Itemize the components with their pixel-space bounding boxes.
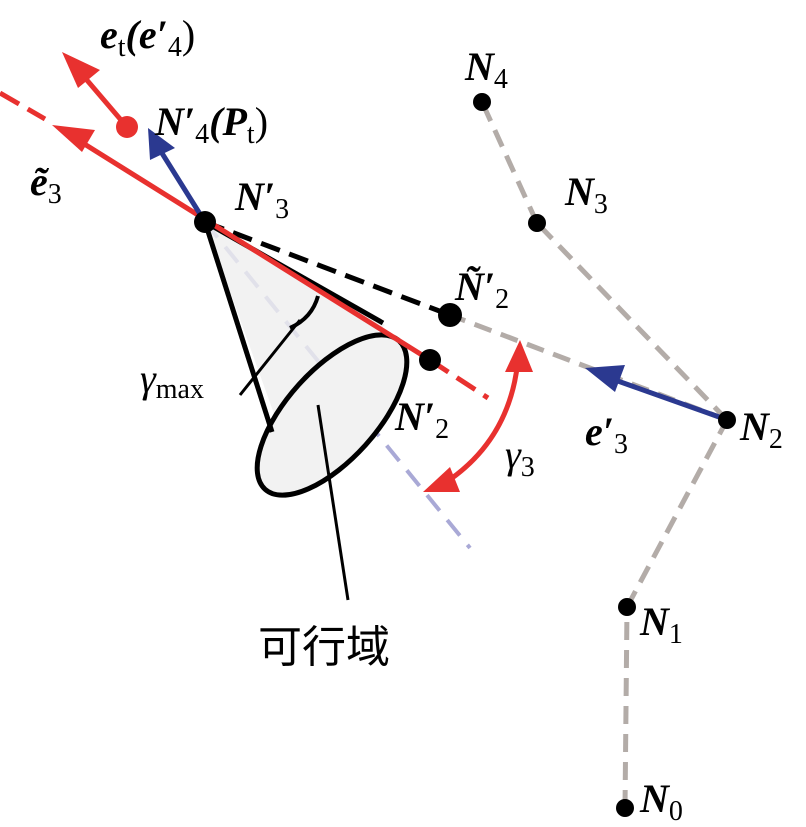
label-e3-tilde: ẽ3 — [30, 159, 62, 210]
gamma-max-leader — [238, 319, 302, 396]
e3-tilde-line — [0, 90, 490, 401]
point-n0 — [616, 799, 634, 817]
label-n2-tilde-prime: Ñ′2 — [454, 264, 509, 315]
point-n2-tilde-prime — [438, 303, 462, 327]
point-n3-prime — [194, 211, 216, 233]
label-n4: N4 — [464, 44, 508, 95]
joint-points — [194, 93, 736, 817]
gamma3-arc — [443, 359, 521, 486]
point-n1 — [618, 598, 636, 616]
label-n2-prime: N′2 — [394, 394, 449, 445]
point-n4 — [473, 93, 491, 111]
point-n3 — [528, 214, 546, 232]
et-arrowhead — [62, 52, 100, 88]
label-n1: N1 — [639, 599, 683, 650]
label-n3-prime: N′3 — [234, 174, 289, 225]
gamma3-arrowhead-bottom — [423, 467, 460, 492]
point-n4-prime — [116, 116, 138, 138]
point-n2 — [718, 411, 736, 429]
point-n2-prime — [419, 349, 441, 371]
gamma3-arrowhead-top — [505, 340, 533, 372]
original-chain — [449, 100, 730, 809]
blue-arrow-n3p — [157, 148, 208, 224]
n3p-to-n2tilde-line — [204, 219, 451, 318]
e3p-arrow — [614, 377, 723, 421]
label-n3: N3 — [564, 169, 608, 220]
label-n0: N0 — [639, 776, 683, 827]
label-et: et(e′4) — [100, 12, 195, 63]
et-arrow — [78, 70, 129, 129]
e3-tilde-arrowhead — [52, 125, 95, 152]
label-gamma3: γ3 — [505, 432, 535, 483]
feasible-leader — [316, 404, 350, 601]
label-n2: N2 — [739, 404, 783, 455]
label-gamma-max: γmax — [140, 356, 204, 405]
blue-arrowhead-n3p — [148, 128, 175, 160]
label-n4-prime: N′4(Pt) — [154, 99, 268, 150]
label-e3-prime: e′3 — [585, 409, 628, 460]
label-feasible-region: 可行域 — [258, 622, 390, 673]
feasible-cone — [202, 219, 410, 601]
e3p-arrowhead — [585, 365, 625, 392]
